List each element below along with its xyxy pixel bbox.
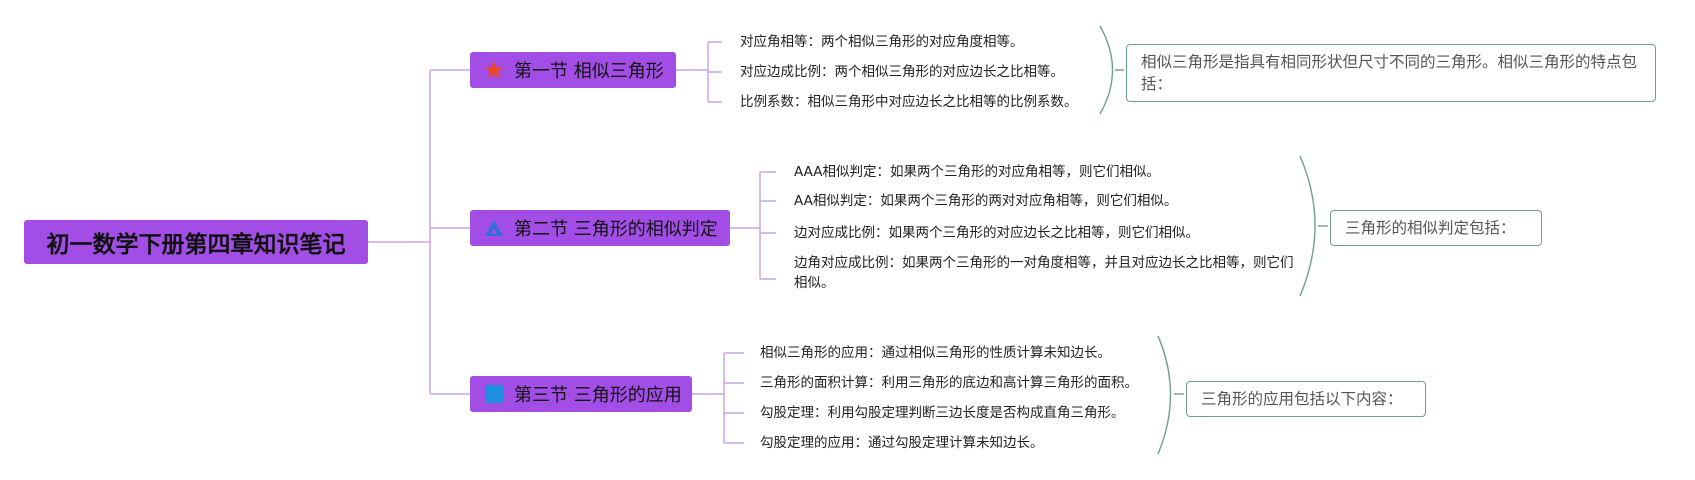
summary-text-3: 三角形的应用包括以下内容：: [1201, 390, 1403, 408]
section3-leaf-1[interactable]: 相似三角形的应用：通过相似三角形的性质计算未知边长。: [760, 345, 1111, 361]
section-title-2: 第二节 三角形的相似判定: [514, 219, 718, 240]
brace-1: [1099, 25, 1114, 115]
section1-leaf-connector: [676, 41, 722, 103]
summary-box-2[interactable]: 三角形的相似判定包括：: [1330, 210, 1542, 246]
section3-leaf-connector: [692, 352, 744, 444]
square-icon: [484, 383, 504, 405]
summary-text-1: 相似三角形是指具有相同形状但尺寸不同的三角形。相似三角形的特点包括：: [1141, 53, 1638, 93]
section1-leaf-2[interactable]: 对应边成比例：两个相似三角形的对应边长之比相等。: [740, 64, 1064, 80]
triangle-icon: [484, 217, 504, 239]
star-icon: [484, 59, 504, 81]
summary-text-2: 三角形的相似判定包括：: [1345, 219, 1516, 237]
brace-3: [1157, 335, 1172, 455]
brace-2: [1299, 155, 1316, 297]
section3-leaf-4[interactable]: 勾股定理的应用：通过勾股定理计算未知边长。: [760, 435, 1044, 451]
section2-leaf-2[interactable]: AA相似判定：如果两个三角形的两对对应角相等，则它们相似。: [794, 193, 1178, 209]
section1-leaf-3[interactable]: 比例系数：相似三角形中对应边长之比相等的比例系数。: [740, 94, 1078, 110]
section2-leaf-connector: [730, 171, 776, 280]
root-title: 初一数学下册第四章知识笔记: [46, 232, 346, 258]
section2-leaf-1[interactable]: AAA相似判定：如果两个三角形的对应角相等，则它们相似。: [794, 164, 1160, 180]
section-node-2[interactable]: 第二节 三角形的相似判定: [470, 210, 730, 246]
section-node-3[interactable]: 第三节 三角形的应用: [470, 376, 692, 412]
section3-leaf-3[interactable]: 勾股定理：利用勾股定理判断三边长度是否构成直角三角形。: [760, 405, 1125, 421]
section-title-1: 第一节 相似三角形: [514, 61, 664, 82]
section3-leaf-2[interactable]: 三角形的面积计算：利用三角形的底边和高计算三角形的面积。: [760, 375, 1138, 391]
summary-box-1[interactable]: 相似三角形是指具有相同形状但尺寸不同的三角形。相似三角形的特点包括：: [1126, 44, 1656, 102]
section1-leaf-1[interactable]: 对应角相等：两个相似三角形的对应角度相等。: [740, 34, 1024, 50]
section-node-1[interactable]: 第一节 相似三角形: [470, 52, 676, 88]
summary-box-3[interactable]: 三角形的应用包括以下内容：: [1186, 381, 1426, 417]
root-node[interactable]: 初一数学下册第四章知识笔记: [24, 220, 368, 264]
section2-leaf-3[interactable]: 边对应成比例：如果两个三角形的对应边长之比相等，则它们相似。: [794, 225, 1199, 241]
section-title-3: 第三节 三角形的应用: [514, 385, 682, 406]
section2-leaf-4[interactable]: 边角对应成比例：如果两个三角形的一对角度相等，并且对应边长之比相等，则它们相似。: [794, 255, 1294, 291]
